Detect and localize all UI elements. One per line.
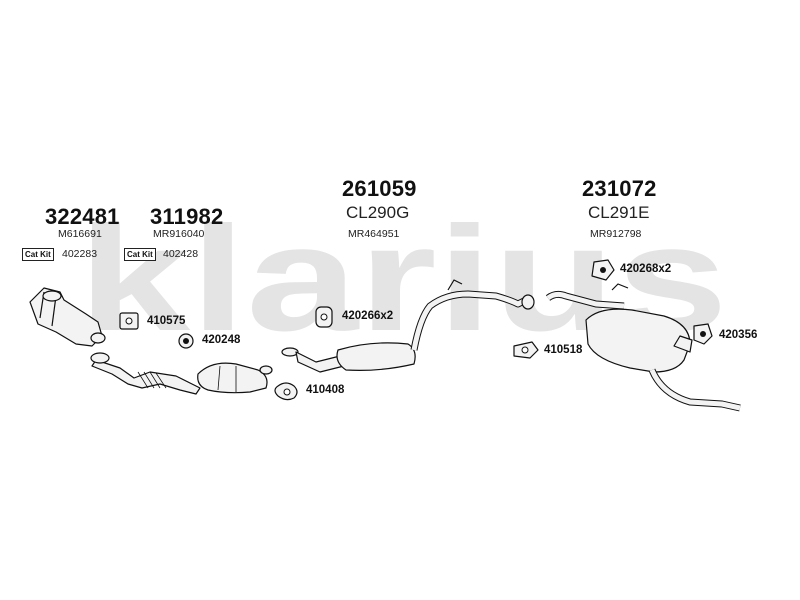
centre-silencer-part bbox=[281, 279, 535, 373]
part-number-311982: 311982 bbox=[150, 204, 224, 229]
code-cl291e: CL291E bbox=[588, 203, 650, 222]
oem-ref-311982: MR916040 bbox=[153, 228, 205, 240]
code-cl290g: CL290G bbox=[346, 203, 410, 222]
callout-420268: 420268x2 bbox=[620, 263, 672, 275]
catkit-number-311982: 402428 bbox=[163, 248, 199, 260]
part-number-231072: 231072 bbox=[582, 176, 657, 201]
catkit-number-322481: 402283 bbox=[62, 248, 98, 260]
part-number-261059: 261059 bbox=[342, 176, 417, 201]
catkit-badge-322481: Cat Kit bbox=[22, 248, 54, 261]
callout-420266: 420266x2 bbox=[342, 310, 394, 322]
callout-420356: 420356 bbox=[719, 329, 758, 341]
callout-410575: 410575 bbox=[147, 315, 186, 327]
callout-410408: 410408 bbox=[306, 384, 345, 396]
front-pipe-part bbox=[90, 352, 273, 395]
front-catalyst-part bbox=[29, 287, 106, 347]
callout-410518: 410518 bbox=[544, 344, 583, 356]
catkit-badge-311982: Cat Kit bbox=[124, 248, 156, 261]
oem-ref-322481: M616691 bbox=[58, 228, 102, 240]
oem-ref-261059: MR464951 bbox=[348, 228, 400, 240]
callout-420248: 420248 bbox=[202, 334, 241, 346]
rear-silencer-part bbox=[545, 283, 741, 412]
part-number-322481: 322481 bbox=[45, 204, 120, 229]
oem-ref-231072: MR912798 bbox=[590, 228, 642, 240]
